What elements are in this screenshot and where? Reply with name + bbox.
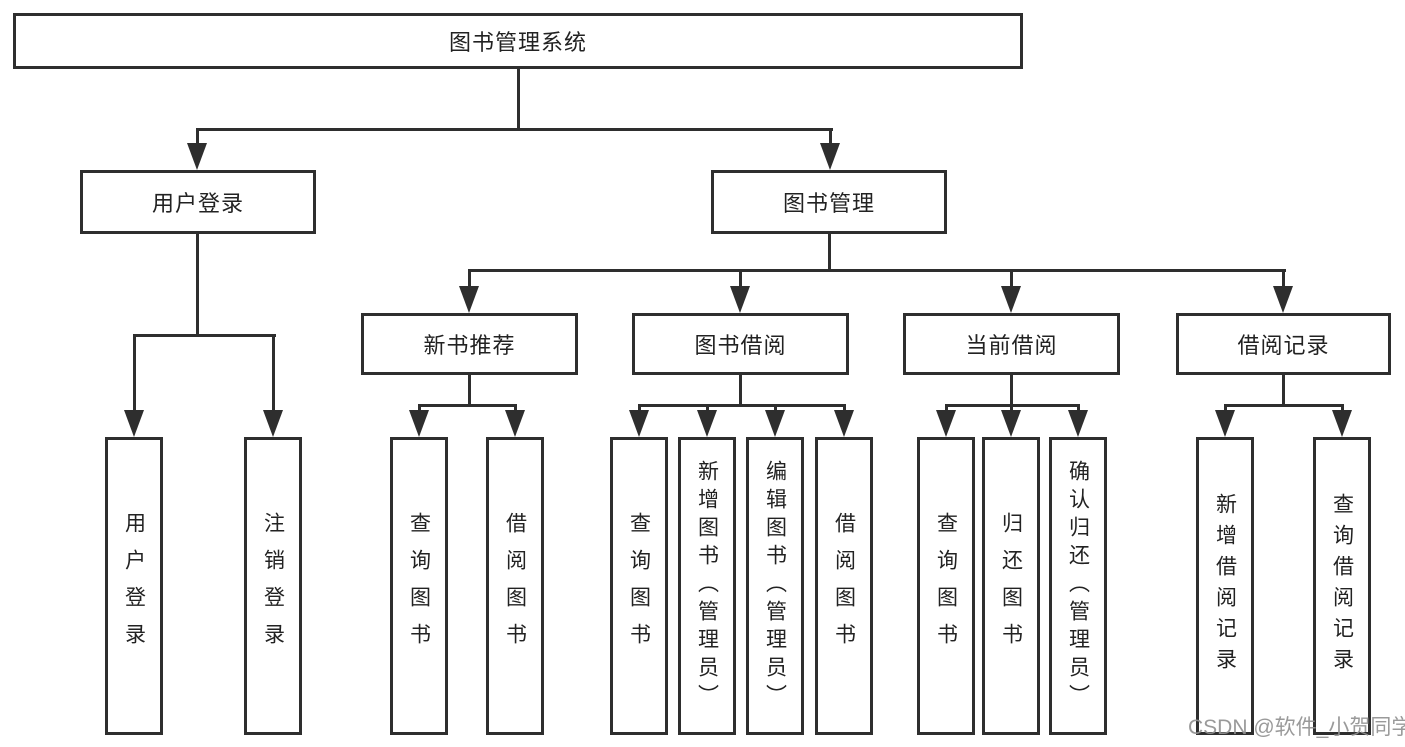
arrowhead-query-books-borrowing <box>629 410 649 437</box>
node-current-borrowing: 当前借阅 <box>903 313 1120 375</box>
arrowhead-add-books <box>697 410 717 437</box>
connector-drop <box>514 406 517 412</box>
leaf-query-books-borrowing: 查询图书 <box>610 437 668 735</box>
connector-drop-book-mgmt <box>829 129 832 145</box>
leaf-label: 确认归还（管理员） <box>1066 460 1090 712</box>
leaf-add-borrow-record: 新增借阅记录 <box>1196 437 1254 735</box>
connector-drop-leaf-logout <box>272 336 275 412</box>
connector-drop <box>1224 406 1227 412</box>
connector-drop <box>1341 406 1344 412</box>
arrowhead-confirm-return <box>1068 410 1088 437</box>
connector-root-stem <box>517 69 520 129</box>
leaf-query-books-current: 查询图书 <box>917 437 975 735</box>
arrowhead-new-books <box>459 286 479 313</box>
arrowhead-add-record <box>1215 410 1235 437</box>
connector-drop <box>1077 406 1080 412</box>
connector-new-books-rail <box>418 404 517 407</box>
connector-drop <box>1010 406 1013 412</box>
leaf-label: 查询图书 <box>627 512 651 660</box>
arrowhead-current <box>1001 286 1021 313</box>
connector-drop <box>843 406 846 412</box>
leaf-label: 用户登录 <box>122 512 146 660</box>
connector-records-rail <box>1224 404 1344 407</box>
leaf-borrow-books-recommend: 借阅图书 <box>486 437 544 735</box>
connector-drop <box>945 406 948 412</box>
arrowhead-leaf-logout <box>263 410 283 437</box>
node-root: 图书管理系统 <box>13 13 1023 69</box>
leaf-label: 归还图书 <box>999 512 1023 660</box>
leaf-label: 编辑图书（管理员） <box>763 460 787 712</box>
node-new-book-recommend: 新书推荐 <box>361 313 578 375</box>
leaf-label: 查询借阅记录 <box>1330 493 1354 679</box>
connector-borrowing-stem <box>739 375 742 406</box>
connector-current-stem <box>1010 375 1013 406</box>
arrowhead-query-books-recommend <box>409 410 429 437</box>
connector-records-stem <box>1282 375 1285 406</box>
connector-new-books-stem <box>468 375 471 406</box>
node-user-login: 用户登录 <box>80 170 316 234</box>
connector-borrowing-rail <box>638 404 846 407</box>
leaf-return-books: 归还图书 <box>982 437 1040 735</box>
connector-book-mgmt-rail <box>468 269 1286 272</box>
node-borrow-records: 借阅记录 <box>1176 313 1391 375</box>
connector-book-mgmt-stem <box>828 234 831 272</box>
arrowhead-return-books <box>1001 410 1021 437</box>
node-book-borrowing: 图书借阅 <box>632 313 849 375</box>
leaf-confirm-return-admin: 确认归还（管理员） <box>1049 437 1107 735</box>
arrowhead-borrow-books-recommend <box>505 410 525 437</box>
arrowhead-borrow-books <box>834 410 854 437</box>
leaf-query-borrow-record: 查询借阅记录 <box>1313 437 1371 735</box>
leaf-label: 新增图书（管理员） <box>695 460 719 712</box>
connector-user-login-rail <box>133 334 276 337</box>
connector-current-rail <box>945 404 1080 407</box>
arrowhead-query-record <box>1332 410 1352 437</box>
connector-drop <box>418 406 421 412</box>
connector-drop <box>706 406 709 412</box>
connector-drop-borrowing <box>739 271 742 288</box>
node-book-management: 图书管理 <box>711 170 947 234</box>
leaf-logout: 注销登录 <box>244 437 302 735</box>
leaf-query-books-recommend: 查询图书 <box>390 437 448 735</box>
leaf-label: 注销登录 <box>261 512 285 660</box>
leaf-label: 借阅图书 <box>503 512 527 660</box>
connector-drop-current <box>1010 271 1013 288</box>
leaf-borrow-books: 借阅图书 <box>815 437 873 735</box>
connector-drop-records <box>1282 271 1285 288</box>
connector-drop-new-books <box>468 271 471 288</box>
arrowhead-borrowing <box>730 286 750 313</box>
arrowhead-user-login <box>187 143 207 170</box>
leaf-edit-books-admin: 编辑图书（管理员） <box>746 437 804 735</box>
arrowhead-edit-books <box>765 410 785 437</box>
connector-drop <box>638 406 641 412</box>
connector-user-login-stem <box>196 234 199 337</box>
arrowhead-book-mgmt <box>820 143 840 170</box>
arrowhead-leaf-user-login <box>124 410 144 437</box>
connector-root-rail <box>196 128 833 131</box>
connector-drop-leaf-user-login <box>133 336 136 412</box>
leaf-label: 借阅图书 <box>832 512 856 660</box>
csdn-watermark: CSDN @软件_小贺同学 <box>1188 716 1405 739</box>
leaf-label: 查询图书 <box>934 512 958 660</box>
leaf-label: 新增借阅记录 <box>1213 493 1237 679</box>
connector-drop-user-login <box>196 129 199 145</box>
arrowhead-records <box>1273 286 1293 313</box>
leaf-user-login: 用户登录 <box>105 437 163 735</box>
leaf-add-books-admin: 新增图书（管理员） <box>678 437 736 735</box>
leaf-label: 查询图书 <box>407 512 431 660</box>
connector-drop <box>774 406 777 412</box>
arrowhead-query-books-current <box>936 410 956 437</box>
